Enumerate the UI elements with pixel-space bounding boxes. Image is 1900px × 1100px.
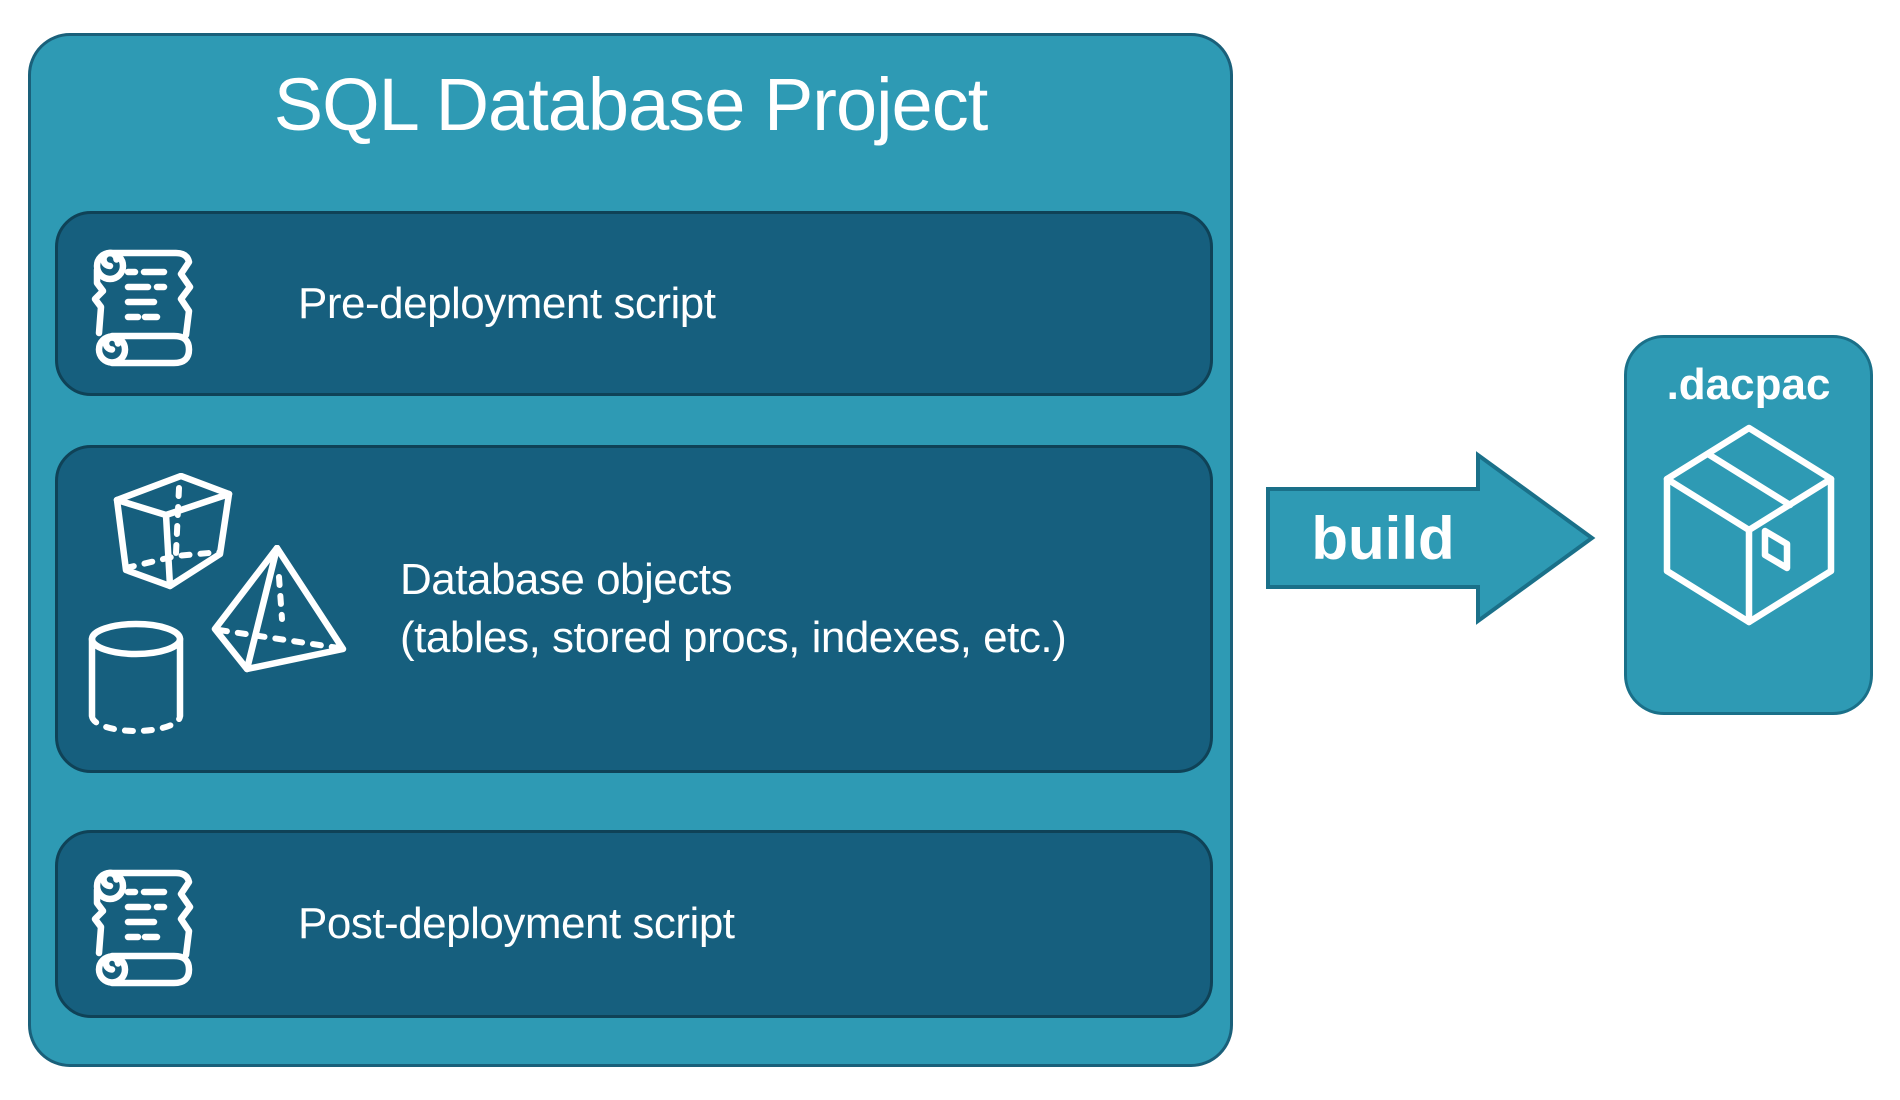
- post-deployment-label: Post-deployment script: [298, 899, 735, 948]
- database-objects-label: Database objects (tables, stored procs, …: [400, 551, 1067, 667]
- database-objects-line1: Database objects: [400, 555, 733, 604]
- scroll-icon: [91, 249, 194, 366]
- scroll-icon: [91, 869, 194, 987]
- package-icon: [1663, 424, 1834, 626]
- dacpac-label: .dacpac: [1666, 360, 1831, 409]
- cylinder-icon: [88, 620, 184, 734]
- pre-deployment-label: Pre-deployment script: [298, 278, 716, 328]
- dacpac-box: .dacpac: [1624, 335, 1873, 715]
- cube-icon: [113, 473, 233, 590]
- build-arrow: [1266, 451, 1596, 625]
- database-objects-line2: (tables, stored procs, indexes, etc.): [400, 613, 1067, 662]
- post-deployment-box: Post-deployment script: [55, 830, 1213, 1018]
- pre-deployment-box: Pre-deployment script: [55, 211, 1213, 396]
- shapes-icon-cluster: [86, 459, 378, 759]
- pyramid-icon: [211, 545, 347, 673]
- project-title: SQL Database Project: [273, 63, 989, 146]
- database-objects-box: Database objects (tables, stored procs, …: [55, 445, 1213, 773]
- build-arrow-label: build: [1311, 505, 1455, 572]
- sql-database-project-container: SQL Database Project Pre-deployment scri…: [28, 33, 1233, 1067]
